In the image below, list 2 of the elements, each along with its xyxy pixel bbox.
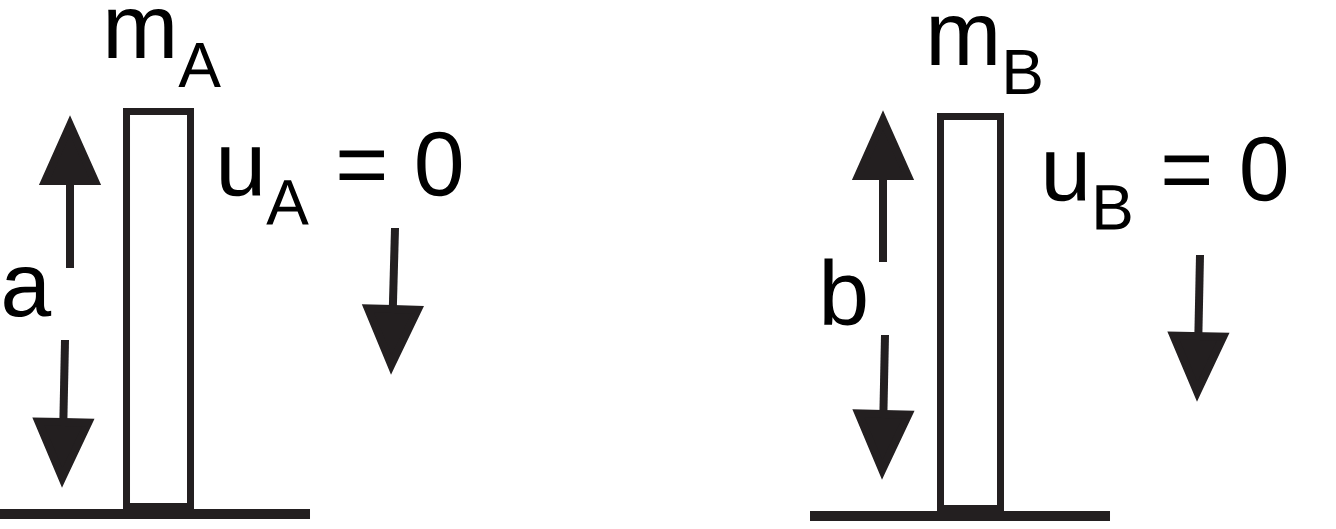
mass-label: m$_{A}$ [108, 8, 221, 88]
mass-label: m$_{B}$ [931, 15, 1041, 95]
